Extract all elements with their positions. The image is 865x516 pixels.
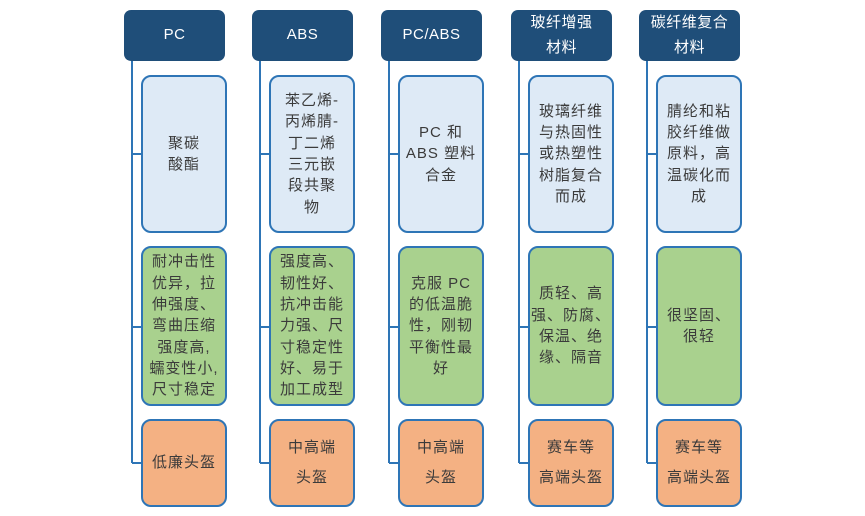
connector-vline — [388, 61, 390, 463]
header-box-pc-abs: PC/ABS — [381, 10, 482, 61]
connector-stub — [260, 462, 270, 464]
header-box-glass-fiber: 玻纤增强 材料 — [511, 10, 612, 61]
application-box: 赛车等 高端头盔 — [528, 419, 614, 507]
connector-stub — [132, 326, 142, 328]
connector-stub — [647, 326, 657, 328]
description-box: PC 和 ABS 塑料 合金 — [398, 75, 484, 233]
connector-stub — [389, 153, 399, 155]
connector-stub — [132, 153, 142, 155]
column-glass-fiber: 玻纤增强 材料 玻璃纤维 与热固性 或热塑性 树脂复合 而成 质轻、高 强、防腐… — [511, 0, 623, 516]
connector-stub — [647, 153, 657, 155]
description-box: 苯乙烯- 丙烯腈- 丁二烯 三元嵌 段共聚 物 — [269, 75, 355, 233]
application-box: 中高端 头盔 — [398, 419, 484, 507]
properties-box: 很坚固、 很轻 — [656, 246, 742, 406]
properties-box: 质轻、高 强、防腐、 保温、绝 缘、隔音 — [528, 246, 614, 406]
properties-box: 强度高、 韧性好、 抗冲击能 力强、尺 寸稳定性 好、易于 加工成型 — [269, 246, 355, 406]
description-box: 腈纶和粘 胶纤维做 原料，高 温碳化而 成 — [656, 75, 742, 233]
header-box-carbon-fiber: 碳纤维复合 材料 — [639, 10, 740, 61]
connector-stub — [647, 462, 657, 464]
connector-stub — [389, 462, 399, 464]
properties-box: 克服 PC 的低温脆 性，刚韧 平衡性最 好 — [398, 246, 484, 406]
application-box: 赛车等 高端头盔 — [656, 419, 742, 507]
connector-vline — [518, 61, 520, 463]
application-box: 中高端 头盔 — [269, 419, 355, 507]
column-pc-abs: PC/ABS PC 和 ABS 塑料 合金 克服 PC 的低温脆 性，刚韧 平衡… — [381, 0, 493, 516]
connector-stub — [389, 326, 399, 328]
connector-vline — [131, 61, 133, 463]
column-abs: ABS 苯乙烯- 丙烯腈- 丁二烯 三元嵌 段共聚 物 强度高、 韧性好、 抗冲… — [252, 0, 364, 516]
connector-vline — [259, 61, 261, 463]
application-box: 低廉头盔 — [141, 419, 227, 507]
column-pc: PC 聚碳 酸酯 耐冲击性 优异，拉 伸强度、 弯曲压缩 强度高, 蠕变性小, … — [124, 0, 236, 516]
connector-stub — [260, 153, 270, 155]
connector-stub — [519, 153, 529, 155]
column-carbon-fiber: 碳纤维复合 材料 腈纶和粘 胶纤维做 原料，高 温碳化而 成 很坚固、 很轻 赛… — [639, 0, 751, 516]
header-box-pc: PC — [124, 10, 225, 61]
header-box-abs: ABS — [252, 10, 353, 61]
connector-stub — [519, 326, 529, 328]
description-box: 聚碳 酸酯 — [141, 75, 227, 233]
connector-stub — [260, 326, 270, 328]
connector-vline — [646, 61, 648, 463]
properties-box: 耐冲击性 优异，拉 伸强度、 弯曲压缩 强度高, 蠕变性小, 尺寸稳定 — [141, 246, 227, 406]
description-box: 玻璃纤维 与热固性 或热塑性 树脂复合 而成 — [528, 75, 614, 233]
connector-stub — [519, 462, 529, 464]
connector-stub — [132, 462, 142, 464]
